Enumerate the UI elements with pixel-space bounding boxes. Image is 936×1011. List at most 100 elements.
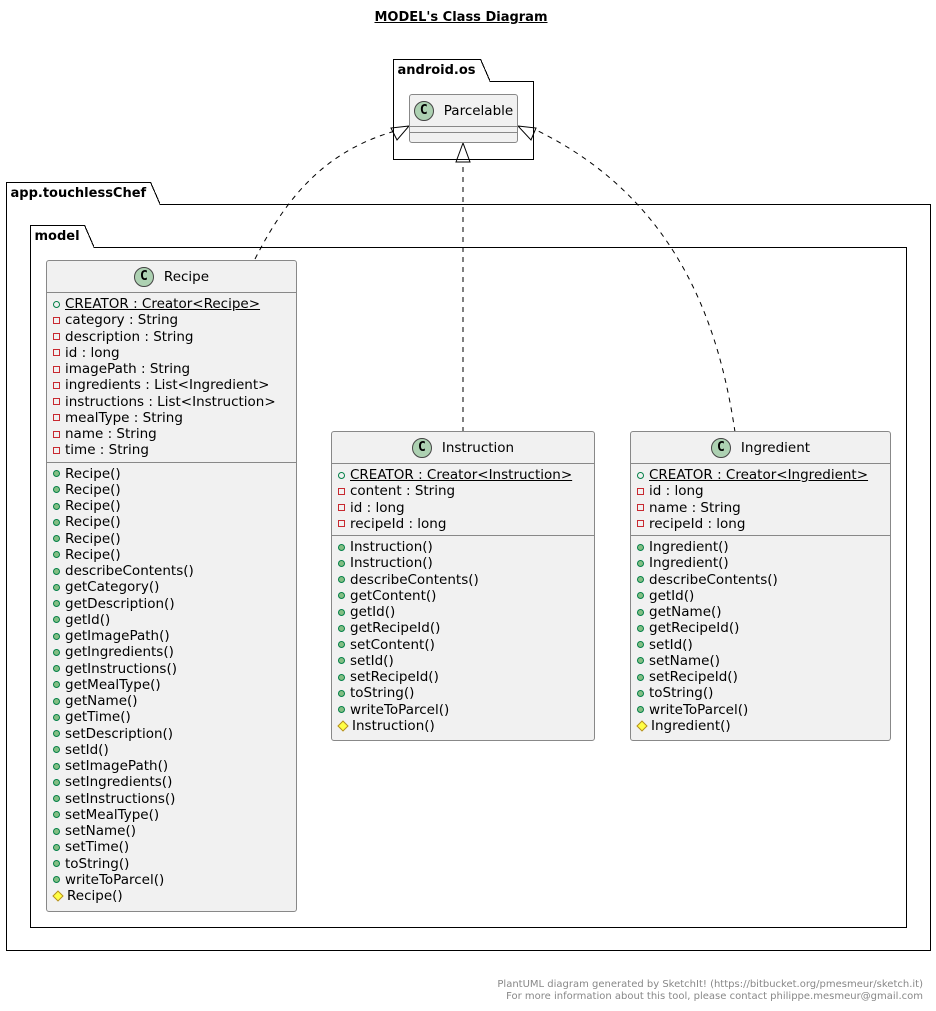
method-row: setDescription()	[53, 726, 296, 742]
method-row: getRecipeId()	[637, 620, 890, 636]
method-row: setId()	[338, 653, 594, 669]
field-row: time : String	[53, 442, 296, 458]
member-text: setContent()	[350, 636, 435, 653]
public-visibility-icon	[53, 713, 60, 721]
private-visibility-icon	[53, 365, 60, 373]
package-app-touchlesschef: app.touchlessChef	[5, 181, 931, 951]
public-visibility-icon	[53, 860, 60, 868]
public-visibility-icon	[53, 648, 60, 656]
class-instruction[interactable]: C Instruction CREATOR : Creator<Instruct…	[331, 431, 595, 741]
public-visibility-icon	[637, 641, 644, 649]
public-visibility-icon	[53, 502, 60, 510]
member-text: CREATOR : Creator<Instruction>	[350, 467, 573, 483]
method-row: setId()	[637, 637, 890, 653]
public-visibility-icon	[53, 876, 60, 884]
member-text: name : String	[649, 499, 741, 516]
public-visibility-icon	[338, 559, 345, 567]
member-text: getId()	[65, 611, 111, 628]
public-visibility-icon	[637, 576, 644, 584]
member-text: setId()	[649, 636, 693, 653]
member-text: getName()	[65, 693, 138, 709]
method-row: Ingredient()	[637, 539, 890, 555]
member-text: category : String	[65, 312, 179, 329]
member-text: describeContents()	[65, 563, 194, 579]
field-row: id : long	[338, 500, 594, 516]
field-row: CREATOR : Creator<Instruction>	[338, 467, 594, 483]
method-row: Recipe()	[53, 547, 296, 563]
member-text: recipeId : long	[649, 515, 746, 532]
public-visibility-icon	[53, 795, 60, 803]
public-visibility-icon	[338, 592, 345, 600]
public-visibility-icon	[637, 706, 644, 714]
method-row: toString()	[53, 856, 296, 872]
private-visibility-icon	[338, 520, 345, 528]
method-row: getIngredients()	[53, 644, 296, 660]
methods-section: Instruction()Instruction()describeConten…	[332, 535, 594, 737]
private-visibility-icon	[53, 381, 60, 389]
public-visibility-icon	[53, 551, 60, 559]
private-visibility-icon	[53, 414, 60, 422]
method-row: getCategory()	[53, 579, 296, 595]
private-visibility-icon	[338, 487, 345, 495]
edge-ingredient-parcelable	[535, 129, 736, 433]
public-visibility-icon	[53, 470, 60, 478]
member-text: ingredients : List<Ingredient>	[65, 377, 270, 394]
member-text: description : String	[65, 328, 194, 345]
member-text: writeToParcel()	[65, 871, 165, 888]
class-icon: C	[411, 438, 432, 458]
method-row: Ingredient()	[637, 555, 890, 571]
member-text: Recipe()	[67, 888, 123, 904]
member-text: recipeId : long	[350, 515, 447, 532]
method-row: setIngredients()	[53, 774, 296, 790]
fields-section: CREATOR : Creator<Instruction>content : …	[332, 463, 594, 535]
package-android-os: android.os C Parcelable	[392, 58, 534, 160]
class-recipe[interactable]: C Recipe CREATOR : Creator<Recipe>catego…	[46, 260, 297, 912]
member-text: setDescription()	[65, 725, 174, 742]
private-visibility-icon	[53, 333, 60, 341]
member-text: Ingredient()	[649, 555, 729, 572]
method-row: describeContents()	[338, 572, 594, 588]
member-text: getInstructions()	[65, 660, 177, 677]
private-visibility-icon	[637, 504, 644, 512]
member-text: setRecipeId()	[649, 669, 738, 685]
public-visibility-icon	[637, 471, 644, 479]
package-model: model	[29, 224, 907, 928]
private-visibility-icon	[53, 446, 60, 454]
method-row: getMealType()	[53, 677, 296, 693]
field-row: name : String	[637, 500, 890, 516]
public-visibility-icon	[53, 730, 60, 738]
public-visibility-icon	[338, 624, 345, 632]
method-row: setId()	[53, 742, 296, 758]
member-text: time : String	[65, 442, 149, 459]
class-name: Instruction	[441, 440, 515, 456]
arrowhead-recipe	[390, 125, 411, 141]
public-visibility-icon	[637, 673, 644, 681]
field-row: name : String	[53, 426, 296, 442]
member-text: setName()	[649, 652, 720, 669]
private-visibility-icon	[53, 316, 60, 324]
field-row: recipeId : long	[637, 516, 890, 532]
class-parcelable[interactable]: C Parcelable	[409, 94, 518, 143]
private-visibility-icon	[53, 398, 60, 406]
edge-recipe-parcelable	[254, 130, 396, 260]
public-visibility-icon	[637, 592, 644, 600]
public-visibility-icon	[637, 689, 644, 697]
class-name: Ingredient	[740, 440, 811, 456]
public-visibility-icon	[637, 608, 644, 616]
method-row: describeContents()	[637, 572, 890, 588]
public-visibility-icon	[53, 843, 60, 851]
methods-section: Recipe()Recipe()Recipe()Recipe()Recipe()…	[47, 461, 296, 908]
public-visibility-icon	[53, 762, 60, 770]
public-visibility-icon	[637, 657, 644, 665]
method-row: describeContents()	[53, 563, 296, 579]
method-row: setContent()	[338, 637, 594, 653]
private-visibility-icon	[53, 349, 60, 357]
method-row: Ingredient()	[636, 718, 890, 734]
public-visibility-icon	[338, 689, 345, 697]
member-text: describeContents()	[649, 571, 778, 588]
method-row: setInstructions()	[53, 791, 296, 807]
method-row: Recipe()	[52, 888, 296, 904]
class-ingredient[interactable]: C Ingredient CREATOR : Creator<Ingredien…	[630, 431, 891, 741]
member-text: getDescription()	[65, 595, 175, 612]
